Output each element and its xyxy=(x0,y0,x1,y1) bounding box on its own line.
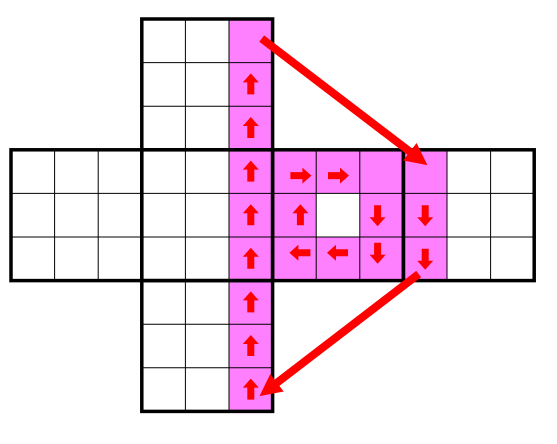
arrow-left-icon xyxy=(327,244,348,261)
arrow-down-icon xyxy=(417,248,434,270)
ring-cell xyxy=(272,237,317,281)
arrow-right-icon xyxy=(328,167,349,184)
arrow-up-icon xyxy=(242,117,259,138)
big-arrow-layer xyxy=(259,35,428,397)
arrow-down-icon xyxy=(369,205,386,227)
arrow-left-icon xyxy=(289,244,311,261)
arrow-up-icon xyxy=(242,160,259,182)
grid-layer xyxy=(9,17,536,414)
ring-cell xyxy=(359,193,404,237)
ring-cell xyxy=(272,149,317,194)
ring-cell xyxy=(316,149,360,194)
arrow-right-icon xyxy=(290,167,312,184)
arrow-up-icon xyxy=(242,204,259,226)
arrow-up-icon xyxy=(242,291,259,313)
face-back xyxy=(401,148,536,283)
arrow-up-icon xyxy=(242,378,259,400)
big-arrow-back-to-bottom xyxy=(259,270,422,397)
face-border xyxy=(401,148,536,283)
arrow-up-icon xyxy=(242,247,259,269)
arrow-down-icon xyxy=(417,205,434,227)
ring-cell xyxy=(316,237,360,281)
face-border xyxy=(140,278,275,414)
arrow-layer xyxy=(242,73,434,400)
arrow-up-icon xyxy=(292,204,309,226)
ring-cell xyxy=(359,149,404,194)
arrow-up-icon xyxy=(242,73,259,95)
arrow-up-icon xyxy=(242,335,259,356)
ring-cell xyxy=(272,193,317,237)
face-bottom xyxy=(140,278,275,414)
big-arrow-top-to-back xyxy=(259,35,428,166)
arrow-down-icon xyxy=(369,242,386,264)
